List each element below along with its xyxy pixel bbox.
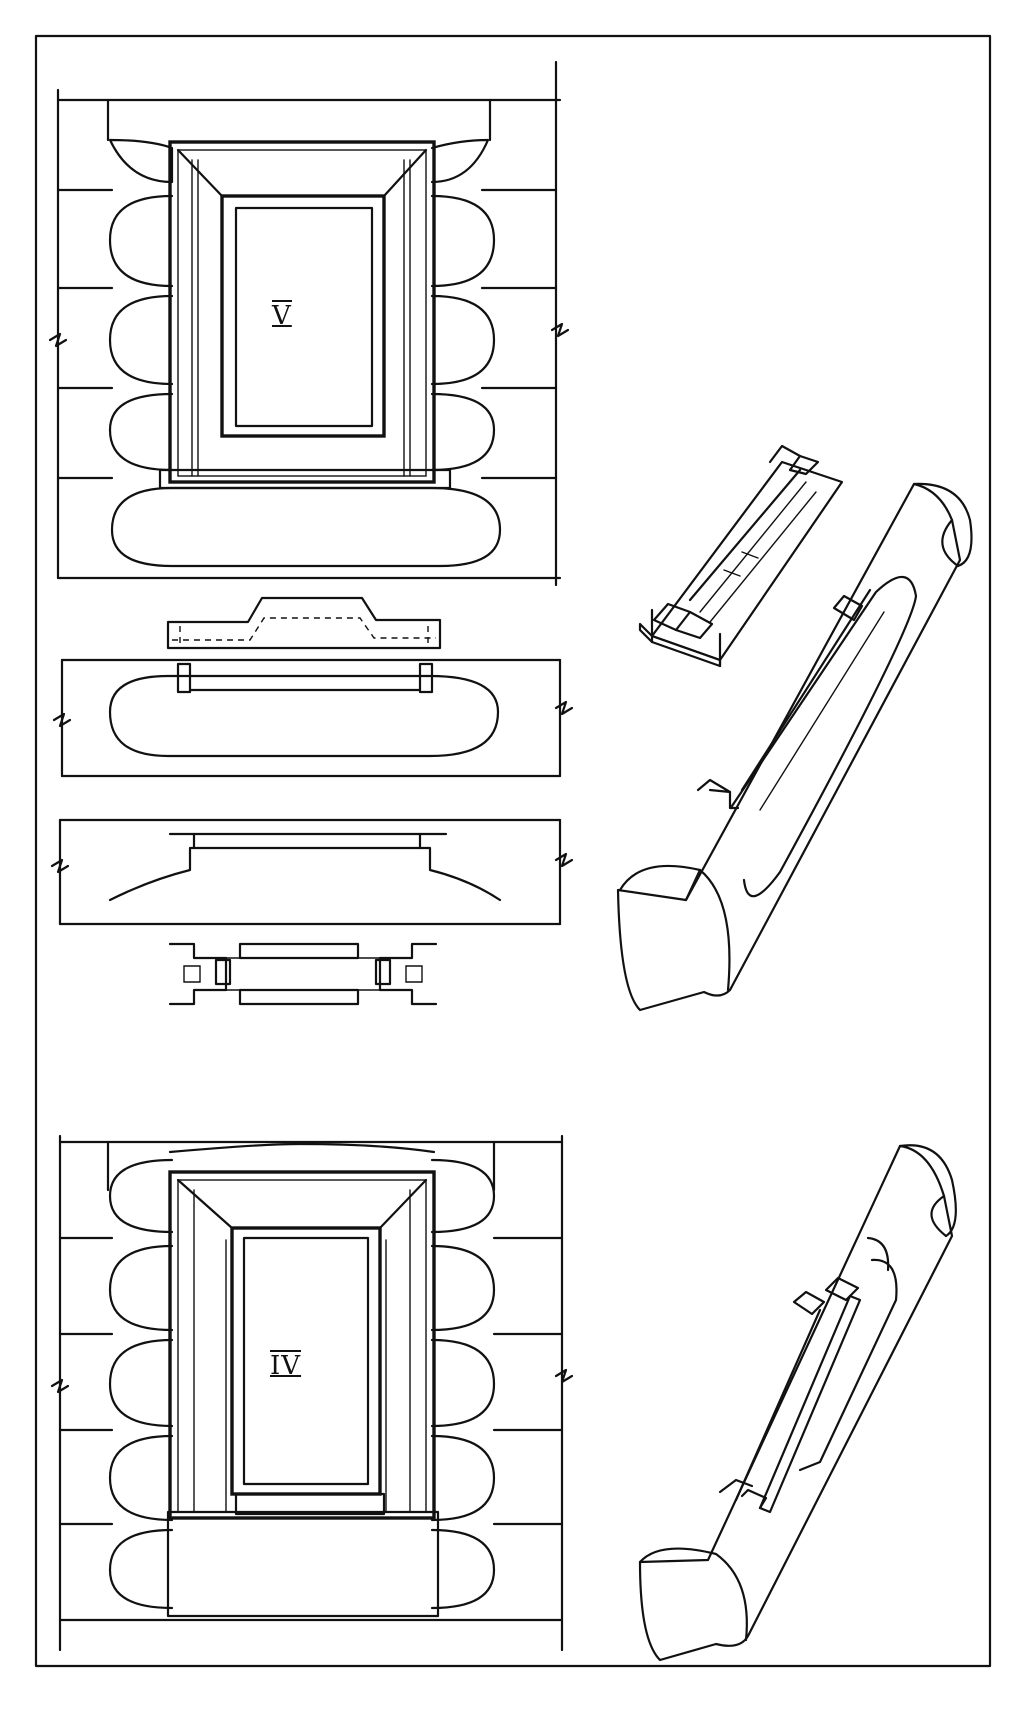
sill-section: [166, 596, 442, 650]
sill-plan: [52, 658, 574, 778]
lintel-plan: [50, 818, 574, 926]
iso-cylinder-stone-iv: [638, 1144, 957, 1662]
window-iv-elevation: [50, 1134, 574, 1652]
iso-jamb-block: [638, 444, 844, 668]
window-iv-label: IV: [270, 1350, 302, 1381]
window-v-elevation: [48, 60, 570, 587]
sheet-border: [34, 34, 992, 1668]
window-v-label: V: [272, 300, 292, 331]
iso-cylinder-stone-v: [616, 482, 973, 1012]
jamb-plan: [168, 942, 438, 1006]
